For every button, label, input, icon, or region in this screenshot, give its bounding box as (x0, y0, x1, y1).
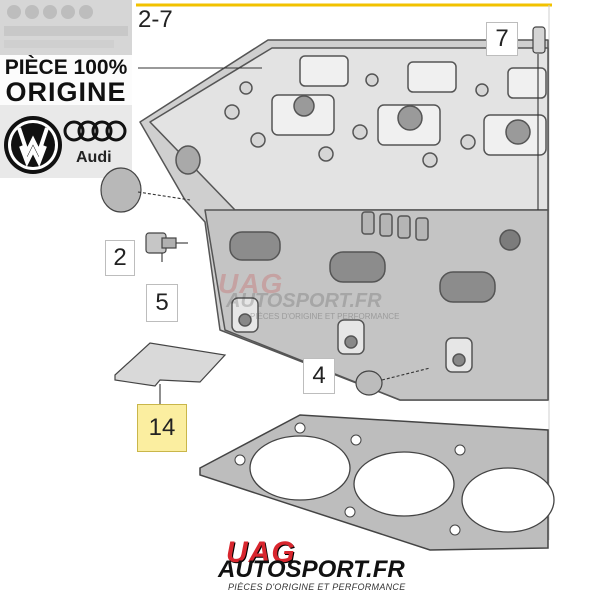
leader-lines (137, 54, 539, 404)
genuine-parts-badge (0, 0, 132, 178)
footer-logo-line1: UAG (226, 536, 296, 569)
watermark-line2: AUTOSPORT.FR (226, 290, 382, 312)
footer-logo-line2: AUTOSPORT.FR (218, 556, 405, 583)
callout-4: 4 (303, 358, 335, 394)
figure-number: 2-7 (138, 6, 173, 33)
footer-logo-tagline: PIÈCES D'ORIGINE ET PERFORMANCE (228, 582, 406, 592)
part-7-dowel (532, 26, 546, 54)
watermark-line1: UAG (218, 268, 284, 299)
cylinder-head (139, 39, 549, 401)
callout-5: 5 (146, 284, 178, 322)
watermark-line3: PIÈCES D'ORIGINE ET PERFORMANCE (250, 312, 400, 321)
part-2-plug (100, 167, 142, 213)
callout-7: 7 (486, 22, 518, 56)
part-4-plug (355, 370, 383, 396)
audi-brand-text: Audi (76, 149, 112, 166)
vw-logo (4, 116, 62, 174)
part-5-screw (145, 232, 177, 254)
head-gasket (199, 414, 555, 551)
part-14-plate (114, 342, 227, 387)
badge-title-line2: ORIGINE (5, 77, 127, 107)
callout-14: 14 (137, 404, 187, 452)
badge-title-line1: PIÈCE 100% (4, 56, 128, 79)
callout-2: 2 (105, 240, 135, 276)
audi-rings-logo (63, 120, 127, 142)
